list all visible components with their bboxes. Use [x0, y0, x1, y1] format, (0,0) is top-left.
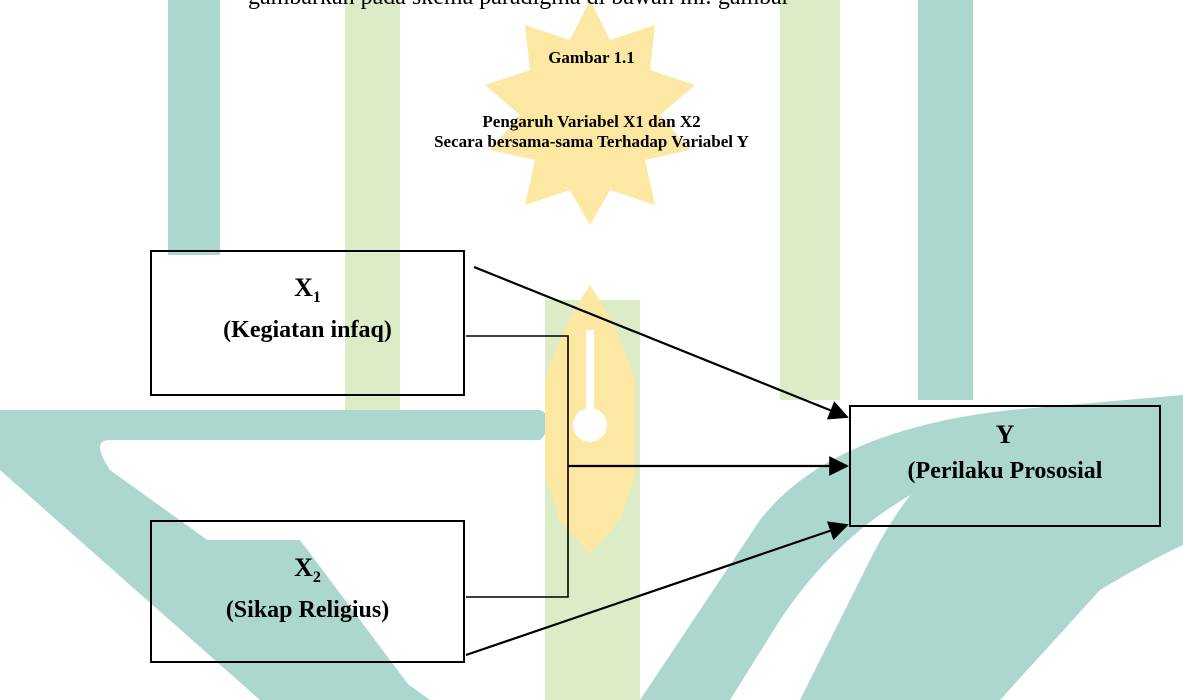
node-x2-label: (Sikap Religius) — [225, 597, 390, 624]
figure-title-line1: Pengaruh Variabel X1 dan X2 — [482, 112, 701, 131]
watermark-swoosh-right-wide — [640, 395, 1183, 700]
node-y-label: (Perilaku Prososial — [907, 458, 1103, 484]
arrow-x1-to-y — [473, 265, 849, 420]
arrow-x2-to-y — [465, 521, 849, 657]
watermark-star — [485, 0, 695, 225]
watermark-swoosh-right — [800, 395, 1183, 700]
header-fragment-text: gambarkan pada skema paradigma di bawah … — [248, 0, 790, 11]
watermark-pillar-left — [168, 0, 220, 255]
figure-label: Gambar 1.1 — [548, 48, 635, 67]
node-x1-symbol: X1 — [294, 273, 321, 307]
node-x2-symbol: X2 — [294, 553, 321, 587]
watermark-pillar-right — [918, 0, 973, 400]
node-y-symbol: Y — [995, 420, 1015, 449]
figure-title-line2: Secara bersama-sama Terhadap Variabel Y — [434, 132, 749, 151]
node-x2-box: X2 (Sikap Religius) — [150, 520, 465, 663]
node-x1-label: (Kegiatan infaq) — [223, 317, 392, 344]
bracket-x1-x2 — [466, 335, 569, 598]
node-y-box: Y (Perilaku Prososial — [849, 405, 1161, 527]
watermark-green-left — [345, 0, 400, 440]
watermark-green-right — [780, 0, 840, 400]
watermark-pen-slit — [586, 330, 594, 410]
watermark-swoosh-left-lower — [160, 540, 420, 700]
watermark-pen-hole — [573, 408, 607, 442]
node-x1-box: X1 (Kegiatan infaq) — [150, 250, 465, 396]
